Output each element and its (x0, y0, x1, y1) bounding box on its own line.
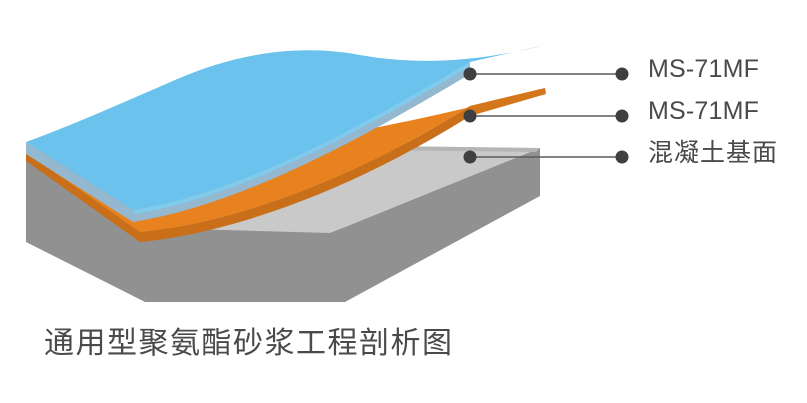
leader-dot-end-1 (615, 109, 629, 123)
leader-dot-start-2 (463, 150, 477, 164)
leader-dot-end-0 (615, 67, 629, 81)
diagram-caption: 通用型聚氨酯砂浆工程剖析图 (44, 326, 454, 361)
topcoat-layer (26, 45, 545, 222)
callout-leader-lines (463, 67, 629, 164)
callout-label-mortar: MS-71MF (648, 97, 760, 125)
concrete-right-side-face (145, 148, 540, 302)
leader-dot-end-2 (615, 150, 629, 164)
leader-dot-start-1 (463, 109, 477, 123)
callout-label-topcoat: MS-71MF (648, 55, 760, 83)
callout-label-concrete-substrate: 混凝土基面 (648, 138, 779, 167)
leader-dot-start-0 (463, 67, 477, 81)
topcoat-top-surface (26, 45, 545, 210)
mortar-side-face (26, 106, 470, 242)
mortar-tip-shading (470, 88, 546, 116)
